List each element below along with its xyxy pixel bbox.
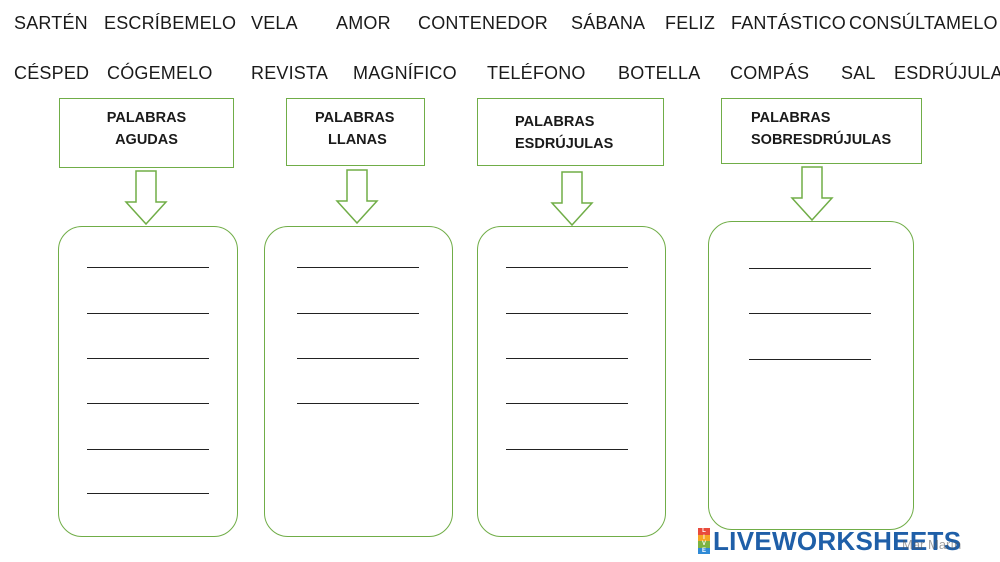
word-consultamelo[interactable]: CONSÚLTAMELO <box>849 13 998 33</box>
word-cogemelo[interactable]: CÓGEMELO <box>107 63 213 83</box>
word-esdrujula[interactable]: ESDRÚJULA <box>894 63 1000 83</box>
answer-slot[interactable] <box>749 313 871 314</box>
word-escribemelo[interactable]: ESCRÍBEMELO <box>104 13 237 33</box>
word-vela[interactable]: VELA <box>251 13 298 33</box>
word-sarten[interactable]: SARTÉN <box>14 13 88 33</box>
header-agudas: PALABRAS AGUDAS <box>59 98 234 168</box>
badge-letter: E <box>698 547 710 554</box>
header-llanas-line1: PALABRAS <box>315 110 395 126</box>
answer-slot[interactable] <box>506 358 628 359</box>
brand-name: LIVEWORKSHEETS <box>713 525 962 556</box>
word-sal[interactable]: SAL <box>841 63 876 83</box>
liveworksheets-logo: L I V E LIVEWORKSHEETS <box>698 525 962 556</box>
badge-letter: V <box>698 541 710 548</box>
header-llanas-line2: LLANAS <box>328 132 387 148</box>
answer-slot[interactable] <box>297 358 419 359</box>
answer-slot[interactable] <box>297 313 419 314</box>
answer-slot[interactable] <box>87 403 209 404</box>
header-esdrujulas: PALABRAS ESDRÚJULAS <box>477 98 664 166</box>
word-fantastico[interactable]: FANTÁSTICO <box>731 13 847 33</box>
header-llanas: PALABRAS LLANAS <box>286 98 425 166</box>
header-agudas-line2: AGUDAS <box>115 132 178 148</box>
header-sobresdrujulas-line1: PALABRAS <box>751 110 831 126</box>
drop-box-sobresdrujulas <box>708 221 914 530</box>
answer-slot[interactable] <box>87 267 209 268</box>
word-compas[interactable]: COMPÁS <box>730 63 810 83</box>
answer-slot[interactable] <box>506 403 628 404</box>
arrow-down-icon <box>335 169 379 225</box>
answer-slot[interactable] <box>87 493 209 494</box>
liveworksheets-badge-icon: L I V E <box>698 528 710 554</box>
answer-slot[interactable] <box>749 268 871 269</box>
drop-box-agudas <box>58 226 238 537</box>
header-agudas-line1: PALABRAS <box>106 110 187 126</box>
answer-slot[interactable] <box>87 313 209 314</box>
arrow-down-icon <box>790 166 834 222</box>
header-esdrujulas-line1: PALABRAS <box>515 114 595 130</box>
word-sabana[interactable]: SÁBANA <box>571 13 646 33</box>
badge-letter: I <box>698 534 710 541</box>
drop-box-llanas <box>264 226 453 537</box>
answer-slot[interactable] <box>506 449 628 450</box>
badge-letter: L <box>698 528 710 535</box>
header-sobresdrujulas: PALABRAS SOBRESDRÚJULAS <box>721 98 922 164</box>
word-contenedor[interactable]: CONTENEDOR <box>418 13 549 33</box>
word-cesped[interactable]: CÉSPED <box>14 63 90 83</box>
answer-slot[interactable] <box>297 267 419 268</box>
answer-slot[interactable] <box>297 403 419 404</box>
word-amor[interactable]: AMOR <box>336 13 391 33</box>
drop-box-esdrujulas <box>477 226 666 537</box>
word-feliz[interactable]: FELIZ <box>665 13 716 33</box>
header-esdrujulas-line2: ESDRÚJULAS <box>515 136 614 152</box>
author-credit: Mar Marín <box>902 537 962 552</box>
word-telefono[interactable]: TELÉFONO <box>487 63 586 83</box>
arrow-down-icon <box>550 171 594 227</box>
answer-slot[interactable] <box>506 267 628 268</box>
word-magnifico[interactable]: MAGNÍFICO <box>353 63 457 83</box>
answer-slot[interactable] <box>87 449 209 450</box>
word-revista[interactable]: REVISTA <box>251 63 329 83</box>
answer-slot[interactable] <box>506 313 628 314</box>
header-sobresdrujulas-line2: SOBRESDRÚJULAS <box>751 132 892 148</box>
answer-slot[interactable] <box>87 358 209 359</box>
answer-slot[interactable] <box>749 359 871 360</box>
arrow-down-icon <box>124 170 168 226</box>
word-botella[interactable]: BOTELLA <box>618 63 701 83</box>
